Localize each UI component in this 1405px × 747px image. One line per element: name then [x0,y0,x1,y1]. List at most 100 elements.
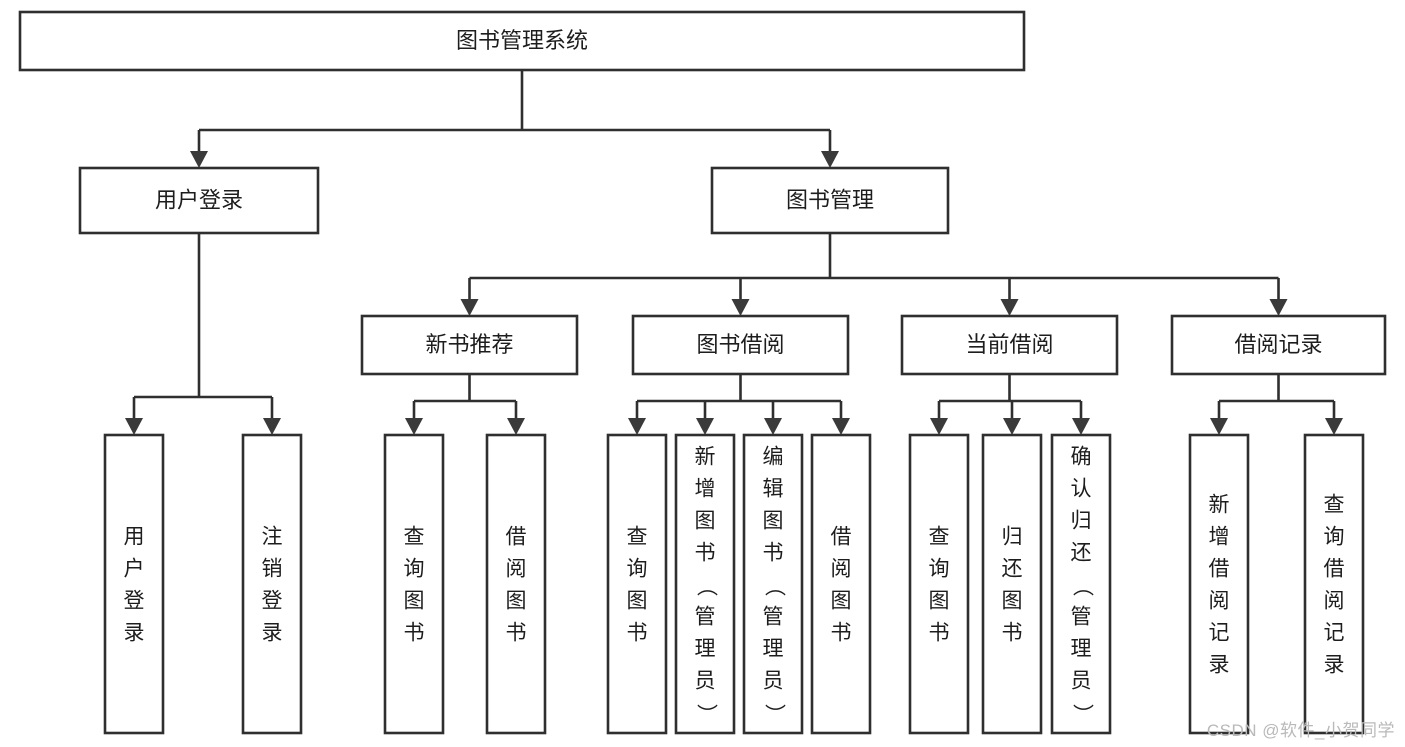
node-book-management: 图书管理 [710,166,950,235]
node-label-leaf-query-book-rec: 书 [404,622,425,645]
node-label-leaf-query-book-current: 查 [929,526,950,549]
node-box-leaf-query-book-borrow [606,433,668,735]
node-label-leaf-add-book: 新 [695,446,716,469]
node-box-leaf-user-login [103,433,165,735]
arrow-head-icon [125,418,143,435]
node-box-book-management [710,166,950,235]
node-box-leaf-borrow-book [810,433,872,735]
node-label-leaf-add-book: 图 [695,510,716,533]
node-label-book-borrow: 图书借阅 [696,332,784,357]
node-label-leaf-add-record: 增 [1209,526,1230,549]
node-label-root: 图书管理系统 [456,28,588,53]
node-label-leaf-borrow-book-rec: 图 [506,590,527,613]
node-label-leaf-user-login: 录 [124,622,145,645]
arrow-head-icon [1003,418,1021,435]
arrow-head-icon [405,418,423,435]
node-label-leaf-add-book: 增 [695,478,716,501]
node-label-leaf-confirm-return: （ [1070,576,1093,597]
node-box-leaf-query-book-current [908,433,970,735]
node-label-leaf-borrow-book: 图 [831,590,852,613]
node-label-leaf-query-record: 查 [1324,494,1345,517]
node-box-leaf-borrow-book-rec [485,433,547,735]
node-box-new-book-recommend [360,314,579,376]
arrow-head-icon [1000,299,1019,316]
arrow-head-icon [1325,418,1343,435]
arrow-head-icon [460,299,479,316]
node-label-leaf-confirm-return: 认 [1071,478,1092,501]
node-label-leaf-query-book-borrow: 书 [627,622,648,645]
node-box-current-borrow [900,314,1119,376]
node-box-user-login [78,166,320,235]
node-borrow-record: 借阅记录 [1170,314,1387,376]
node-box-book-borrow [631,314,850,376]
node-label-leaf-confirm-return: 员 [1071,670,1092,693]
node-label-leaf-edit-book: 书 [763,542,784,565]
node-box-leaf-return-book [981,433,1043,735]
node-label-leaf-edit-book: 图 [763,510,784,533]
node-label-leaf-query-book-current: 询 [929,558,950,581]
arrow-head-icon [832,418,850,435]
node-box-root [18,10,1026,72]
node-label-leaf-borrow-book-rec: 阅 [506,558,527,581]
node-label-leaf-logout: 销 [262,558,283,581]
node-label-leaf-query-record: 借 [1324,558,1345,581]
arrow-head-icon [930,418,948,435]
node-user-login: 用户登录 [78,166,320,235]
node-label-leaf-confirm-return: 管 [1071,606,1092,629]
node-label-leaf-confirm-return: 确 [1071,446,1092,469]
node-current-borrow: 当前借阅 [900,314,1119,376]
node-label-leaf-query-book-rec: 询 [404,558,425,581]
node-label-leaf-confirm-return: 归 [1071,510,1092,533]
node-label-leaf-logout: 录 [262,622,283,645]
arrow-head-icon [764,418,782,435]
node-new-book-recommend: 新书推荐 [360,314,579,376]
node-label-leaf-borrow-book: 书 [831,622,852,645]
node-label-leaf-borrow-book: 阅 [831,558,852,581]
node-label-leaf-edit-book: 管 [763,606,784,629]
node-label-leaf-edit-book: 理 [763,638,784,661]
arrow-head-icon [628,418,646,435]
node-box-leaf-query-record [1303,433,1365,735]
node-label-leaf-query-book-borrow: 图 [627,590,648,613]
arrow-head-icon [821,151,839,168]
arrow-head-icon [507,418,525,435]
node-label-leaf-query-book-rec: 图 [404,590,425,613]
node-label-leaf-user-login: 登 [124,590,145,613]
node-label-leaf-query-book-current: 图 [929,590,950,613]
node-label-leaf-return-book: 还 [1002,558,1023,581]
arrow-head-icon [190,151,208,168]
node-label-leaf-add-book: 理 [695,638,716,661]
node-label-leaf-add-record: 借 [1209,558,1230,581]
nodes-layer: 图书管理系统用户登录图书管理新书推荐图书借阅当前借阅借阅记录用户登录注销登录查询… [18,10,1387,735]
node-box-leaf-logout [241,433,303,735]
node-label-leaf-add-book: 书 [695,542,716,565]
node-box-leaf-confirm-return [1050,433,1112,735]
node-label-leaf-add-book: 管 [695,606,716,629]
node-label-borrow-record: 借阅记录 [1234,332,1322,357]
arrow-head-icon [696,418,714,435]
node-label-book-management: 图书管理 [786,187,874,212]
node-label-leaf-edit-book: 辑 [763,478,784,501]
node-label-leaf-return-book: 书 [1002,622,1023,645]
node-label-leaf-confirm-return: 还 [1071,542,1092,565]
arrow-head-icon [263,418,281,435]
node-box-borrow-record [1170,314,1387,376]
node-label-leaf-borrow-book: 借 [831,526,852,549]
node-box-leaf-edit-book [742,433,804,735]
node-box-leaf-add-book [674,433,736,735]
arrow-head-icon [1210,418,1228,435]
node-label-leaf-add-record: 录 [1209,654,1230,677]
edges-layer [125,70,1343,435]
node-label-leaf-query-book-borrow: 询 [627,558,648,581]
node-label-leaf-query-book-borrow: 查 [627,526,648,549]
node-label-leaf-edit-book: ） [762,704,785,725]
node-label-leaf-query-book-rec: 查 [404,526,425,549]
